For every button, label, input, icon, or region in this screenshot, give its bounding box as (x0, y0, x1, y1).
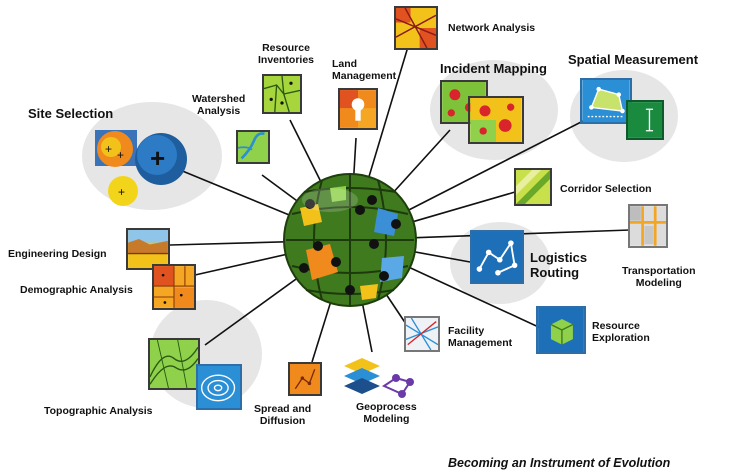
spread-and-diffusion-line-1: Spread and (254, 403, 312, 415)
site-selection-icon: + + + + (95, 125, 205, 210)
svg-text:+: + (150, 143, 165, 173)
transportation-modeling-icon (628, 204, 668, 248)
resource-exploration-label: Resource Exploration (592, 320, 650, 344)
engineering-design-icon (126, 228, 170, 270)
network-analysis-icon (394, 6, 438, 50)
resource-exploration-icon (536, 306, 586, 354)
corridor-selection-icon (514, 168, 552, 206)
site-selection-label: Site Selection (28, 106, 114, 121)
geoprocess-modeling-icon (340, 350, 418, 402)
logistics-routing-label: Logistics Routing (530, 250, 587, 280)
facility-management-line-2: Management (448, 337, 513, 349)
corridor-selection-label: Corridor Selection (560, 183, 652, 195)
watershed-analysis-icon (236, 130, 270, 164)
spread-and-diffusion-line-2: Diffusion (259, 415, 306, 427)
globe (283, 173, 417, 307)
incident-mapping-label: Incident Mapping (440, 61, 547, 76)
resource-inventories-line-1: Resource (262, 42, 310, 54)
engineering-design-label: Engineering Design (8, 248, 107, 260)
topographic-analysis-label: Topographic Analysis (44, 405, 153, 417)
watershed-analysis-line-1: Watershed (192, 93, 246, 105)
spatial-measurement-icon (580, 78, 632, 124)
incident-mapping-icon-front (468, 96, 524, 144)
facility-management-icon (404, 316, 440, 352)
geoprocess-modeling-label: Geoprocess Modeling (356, 401, 417, 425)
tagline: Becoming an Instrument of Evolution (448, 456, 671, 470)
topographic-analysis-icon (148, 338, 200, 390)
resource-exploration-line-2: Exploration (592, 332, 650, 344)
geoprocess-modeling-line-1: Geoprocess (356, 401, 417, 413)
facility-management-line-1: Facility (448, 325, 485, 337)
svg-text:+: + (105, 142, 112, 156)
logistics-routing-line-2: Routing (530, 265, 580, 280)
svg-text:+: + (118, 185, 125, 199)
transportation-modeling-line-1: Transportation (622, 265, 696, 277)
land-management-line-2: Management (332, 70, 397, 82)
land-management-label: Land Management (332, 58, 396, 82)
spatial-measurement-icon-2 (626, 100, 664, 140)
watershed-analysis-label: Watershed Analysis (192, 93, 245, 117)
spread-and-diffusion-label: Spread and Diffusion (254, 403, 311, 427)
land-management-line-1: Land (332, 58, 358, 70)
spatial-measurement-label: Spatial Measurement (568, 52, 699, 67)
logistics-routing-line-1: Logistics (530, 250, 588, 265)
svg-text:+: + (117, 148, 124, 162)
logistics-routing-icon (470, 230, 524, 284)
transportation-modeling-line-2: Modeling (635, 277, 682, 289)
transportation-modeling-label: Transportation Modeling (622, 265, 696, 289)
topographic-analysis-icon-2 (196, 364, 242, 410)
resource-inventories-label: Resource Inventories (258, 42, 314, 66)
facility-management-label: Facility Management (448, 325, 512, 349)
spread-and-diffusion-icon (288, 362, 322, 396)
geoprocess-modeling-line-2: Modeling (363, 413, 410, 425)
demographic-analysis-icon (152, 264, 196, 310)
watershed-analysis-line-2: Analysis (197, 105, 241, 117)
resource-inventories-line-2: Inventories (258, 54, 315, 66)
land-management-icon (338, 88, 378, 130)
resource-inventories-icon (262, 74, 302, 114)
demographic-analysis-label: Demographic Analysis (20, 284, 133, 296)
network-analysis-label: Network Analysis (448, 22, 536, 34)
resource-exploration-line-1: Resource (592, 320, 640, 332)
